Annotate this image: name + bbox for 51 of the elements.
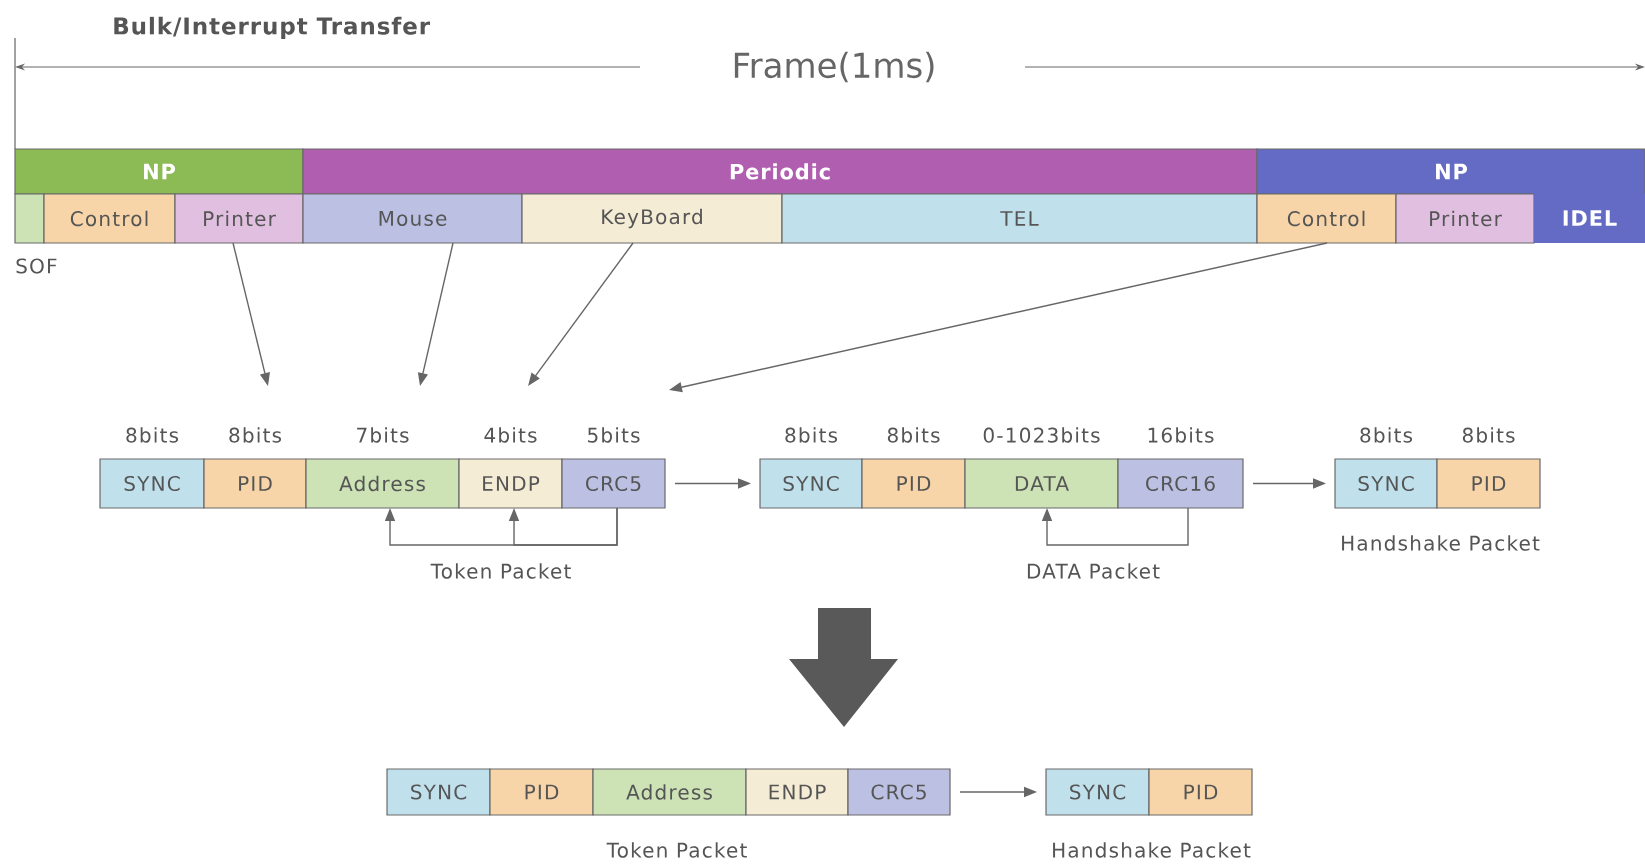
field-cell: SYNC — [759, 458, 863, 509]
bit-width-label: 4bits — [484, 427, 537, 443]
field-cell: SYNC — [386, 768, 491, 816]
bit-width-label: 8bits — [229, 427, 282, 443]
field-cell: CRC5 — [561, 458, 666, 509]
bit-width-label: 8bits — [1462, 427, 1515, 443]
bracket-arrow — [508, 507, 618, 546]
field-cell: Control — [43, 193, 176, 244]
bit-width-label: 7bits — [357, 427, 409, 443]
field-cell: Control — [1256, 193, 1397, 244]
field-cell: KeyBoard — [521, 193, 783, 244]
bit-width-label: 8bits — [785, 427, 838, 443]
field-cell: TEL — [781, 193, 1258, 244]
field-cell: ENDP — [458, 458, 563, 509]
band-header: Periodic — [302, 148, 1258, 195]
field-cell: PID — [861, 458, 966, 509]
field-cell: PID — [1148, 768, 1253, 816]
packet-caption: Handshake Packet — [1342, 535, 1540, 551]
title: Bulk/Interrupt Transfer — [114, 16, 430, 40]
field-cell: Mouse — [302, 193, 523, 244]
band-header: NP — [14, 148, 304, 195]
field-cell: PID — [489, 768, 594, 816]
field-cell: DATA — [964, 458, 1119, 509]
field-cell: PID — [203, 458, 307, 509]
field-cell: Printer — [1395, 193, 1535, 244]
field-cell: SYNC — [99, 458, 205, 509]
packet-caption: Token Packet — [606, 842, 747, 858]
arrow — [528, 242, 634, 386]
field-cell: Address — [592, 768, 747, 816]
node-label: IDEL — [1563, 210, 1617, 226]
field-cell: Address — [305, 458, 460, 509]
packet-caption: Handshake Packet — [1053, 842, 1251, 858]
bit-width-label: 16bits — [1148, 427, 1214, 443]
field-cell: SYNC — [1334, 458, 1438, 509]
dimension-label: Frame(1ms) — [734, 51, 934, 83]
field-cell: ENDP — [745, 768, 849, 816]
field-cell: SYNC — [1045, 768, 1150, 816]
cell-label: SOF — [16, 258, 57, 274]
bit-width-label: 5bits — [588, 427, 640, 443]
bit-width-label: 8bits — [1360, 427, 1413, 443]
field-cell: CRC5 — [847, 768, 951, 816]
bit-width-label: 8bits — [126, 427, 179, 443]
packet-caption: Token Packet — [430, 563, 571, 579]
field-cell: PID — [1436, 458, 1541, 509]
band-block: IDEL — [1534, 193, 1645, 243]
field-cell: CRC16 — [1117, 458, 1244, 509]
bit-width-label: 8bits — [887, 427, 940, 443]
bracket-arrow — [1041, 507, 1189, 546]
packet-caption: DATA Packet — [1027, 563, 1160, 579]
bit-width-label: 0-1023bits — [983, 427, 1100, 443]
field-cell: Printer — [174, 193, 304, 244]
